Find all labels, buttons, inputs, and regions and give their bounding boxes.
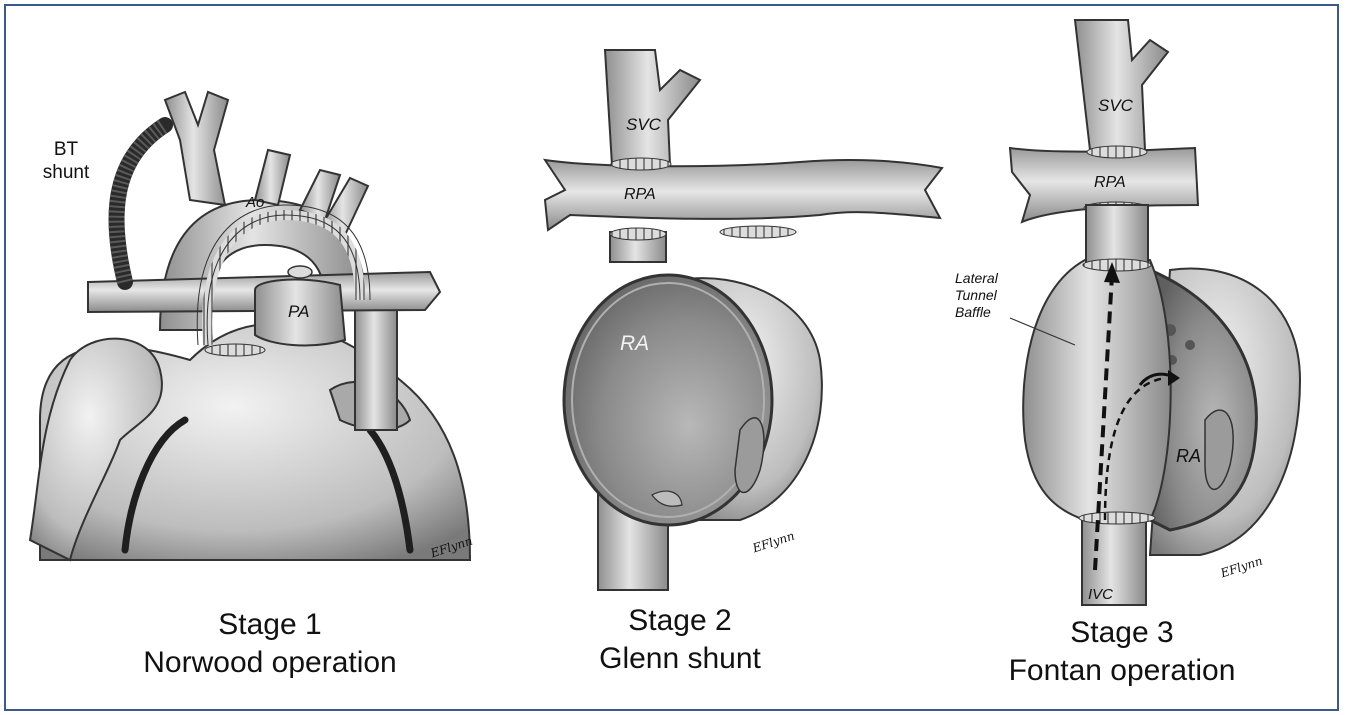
- rpa-label-3: RPA: [1094, 174, 1126, 192]
- rpa-label-2: RPA: [624, 186, 656, 204]
- caption-stage-2-title: Stage 2: [520, 602, 840, 640]
- caption-stage-1-procedure: Norwood operation: [110, 644, 430, 682]
- caption-stage-3-procedure: Fontan operation: [962, 652, 1282, 690]
- caption-stage-1-title: Stage 1: [110, 606, 430, 644]
- panel-3-illustration: [1010, 20, 1300, 605]
- rpa-vessel-2: [545, 160, 942, 230]
- bt-shunt-label: BT shunt: [38, 138, 94, 184]
- caption-stage-2-procedure: Glenn shunt: [520, 640, 840, 678]
- panel-2-illustration: [545, 50, 942, 590]
- baffle-label-line2: Tunnel: [955, 287, 998, 304]
- svc-label-3: SVC: [1098, 96, 1133, 116]
- bt-shunt-label-line2: shunt: [38, 161, 94, 184]
- baffle-label-line1: Lateral: [955, 270, 998, 287]
- bt-shunt-label-line1: BT: [38, 138, 94, 161]
- aorta-label: Ao: [246, 194, 264, 211]
- pa-label-1: PA: [288, 302, 309, 322]
- caption-stage-3: Stage 3 Fontan operation: [962, 614, 1282, 690]
- svc-vessel-3: [1075, 20, 1168, 150]
- lateral-tunnel-baffle: [1023, 260, 1170, 520]
- caption-stage-2: Stage 2 Glenn shunt: [520, 602, 840, 678]
- baffle-label-line3: Baffle: [955, 304, 998, 321]
- panel-1-illustration: [30, 92, 470, 560]
- ra-label-3: RA: [1176, 446, 1201, 467]
- caption-stage-1: Stage 1 Norwood operation: [110, 606, 430, 682]
- svc-label-2: SVC: [626, 115, 661, 135]
- svc-vessel-2: [605, 50, 700, 165]
- caption-stage-3-title: Stage 3: [962, 614, 1282, 652]
- baffle-label: Lateral Tunnel Baffle: [955, 270, 998, 321]
- head-vessel-1: [165, 92, 228, 205]
- ivc-label-3: IVC: [1088, 586, 1113, 603]
- ra-label-2: RA: [620, 332, 649, 356]
